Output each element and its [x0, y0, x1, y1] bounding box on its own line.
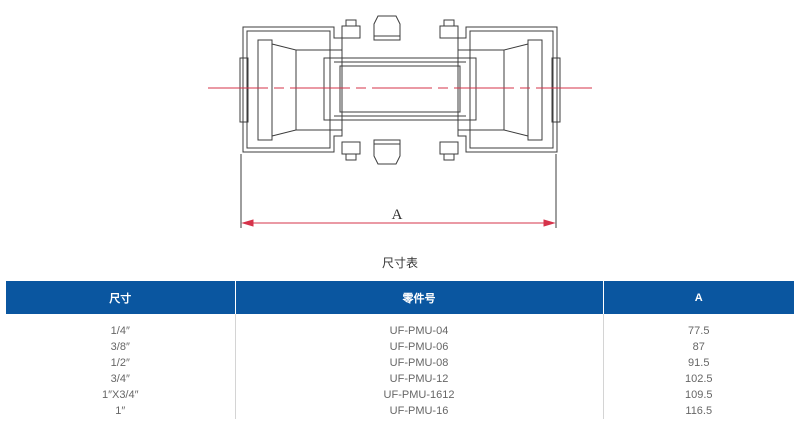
table-row: 3/8″ UF-PMU-06 87	[6, 339, 794, 355]
cell-size: 1″X3/4″	[6, 387, 236, 403]
cell-part-number: UF-PMU-12	[235, 371, 604, 387]
cell-part-number: UF-PMU-1612	[235, 387, 604, 403]
cell-part-number: UF-PMU-16	[235, 403, 604, 419]
cell-a: 102.5	[684, 373, 713, 385]
table-row: 1/4″ UF-PMU-04 77.5	[6, 314, 794, 339]
fitting-drawing: A	[208, 15, 592, 228]
header-size: 尺寸	[6, 281, 236, 314]
table-row: 1/2″ UF-PMU-08 91.5	[6, 355, 794, 371]
cell-part-number: UF-PMU-08	[235, 355, 604, 371]
table-header-row: 尺寸 零件号 A	[6, 281, 794, 314]
cell-a: 116.5	[685, 405, 713, 417]
cell-a: 91.5	[688, 357, 710, 369]
cell-size: 3/8″	[6, 339, 236, 355]
cell-a: 87	[692, 341, 705, 353]
table-row: 1″ UF-PMU-16 116.5	[6, 403, 794, 419]
cell-size: 3/4″	[6, 371, 236, 387]
dimension-label: A	[392, 207, 403, 223]
cell-size: 1/2″	[6, 355, 236, 371]
cell-size: 1″	[6, 403, 236, 419]
size-table: 尺寸 零件号 A 1/4″ UF-PMU-04 77.5 3/8″ UF-PMU…	[6, 281, 794, 419]
header-a: A	[603, 281, 794, 314]
table-caption: 尺寸表	[381, 256, 418, 270]
table-row: 1″X3/4″ UF-PMU-1612 109.5	[6, 387, 794, 403]
cell-part-number: UF-PMU-04	[235, 314, 604, 339]
cell-size: 1/4″	[6, 314, 236, 339]
cell-a: 109.5	[684, 389, 713, 401]
cell-part-number: UF-PMU-06	[235, 339, 604, 355]
header-part-number: 零件号	[235, 281, 604, 314]
cell-a: 77.5	[688, 325, 710, 337]
table-row: 3/4″ UF-PMU-12 102.5	[6, 371, 794, 387]
